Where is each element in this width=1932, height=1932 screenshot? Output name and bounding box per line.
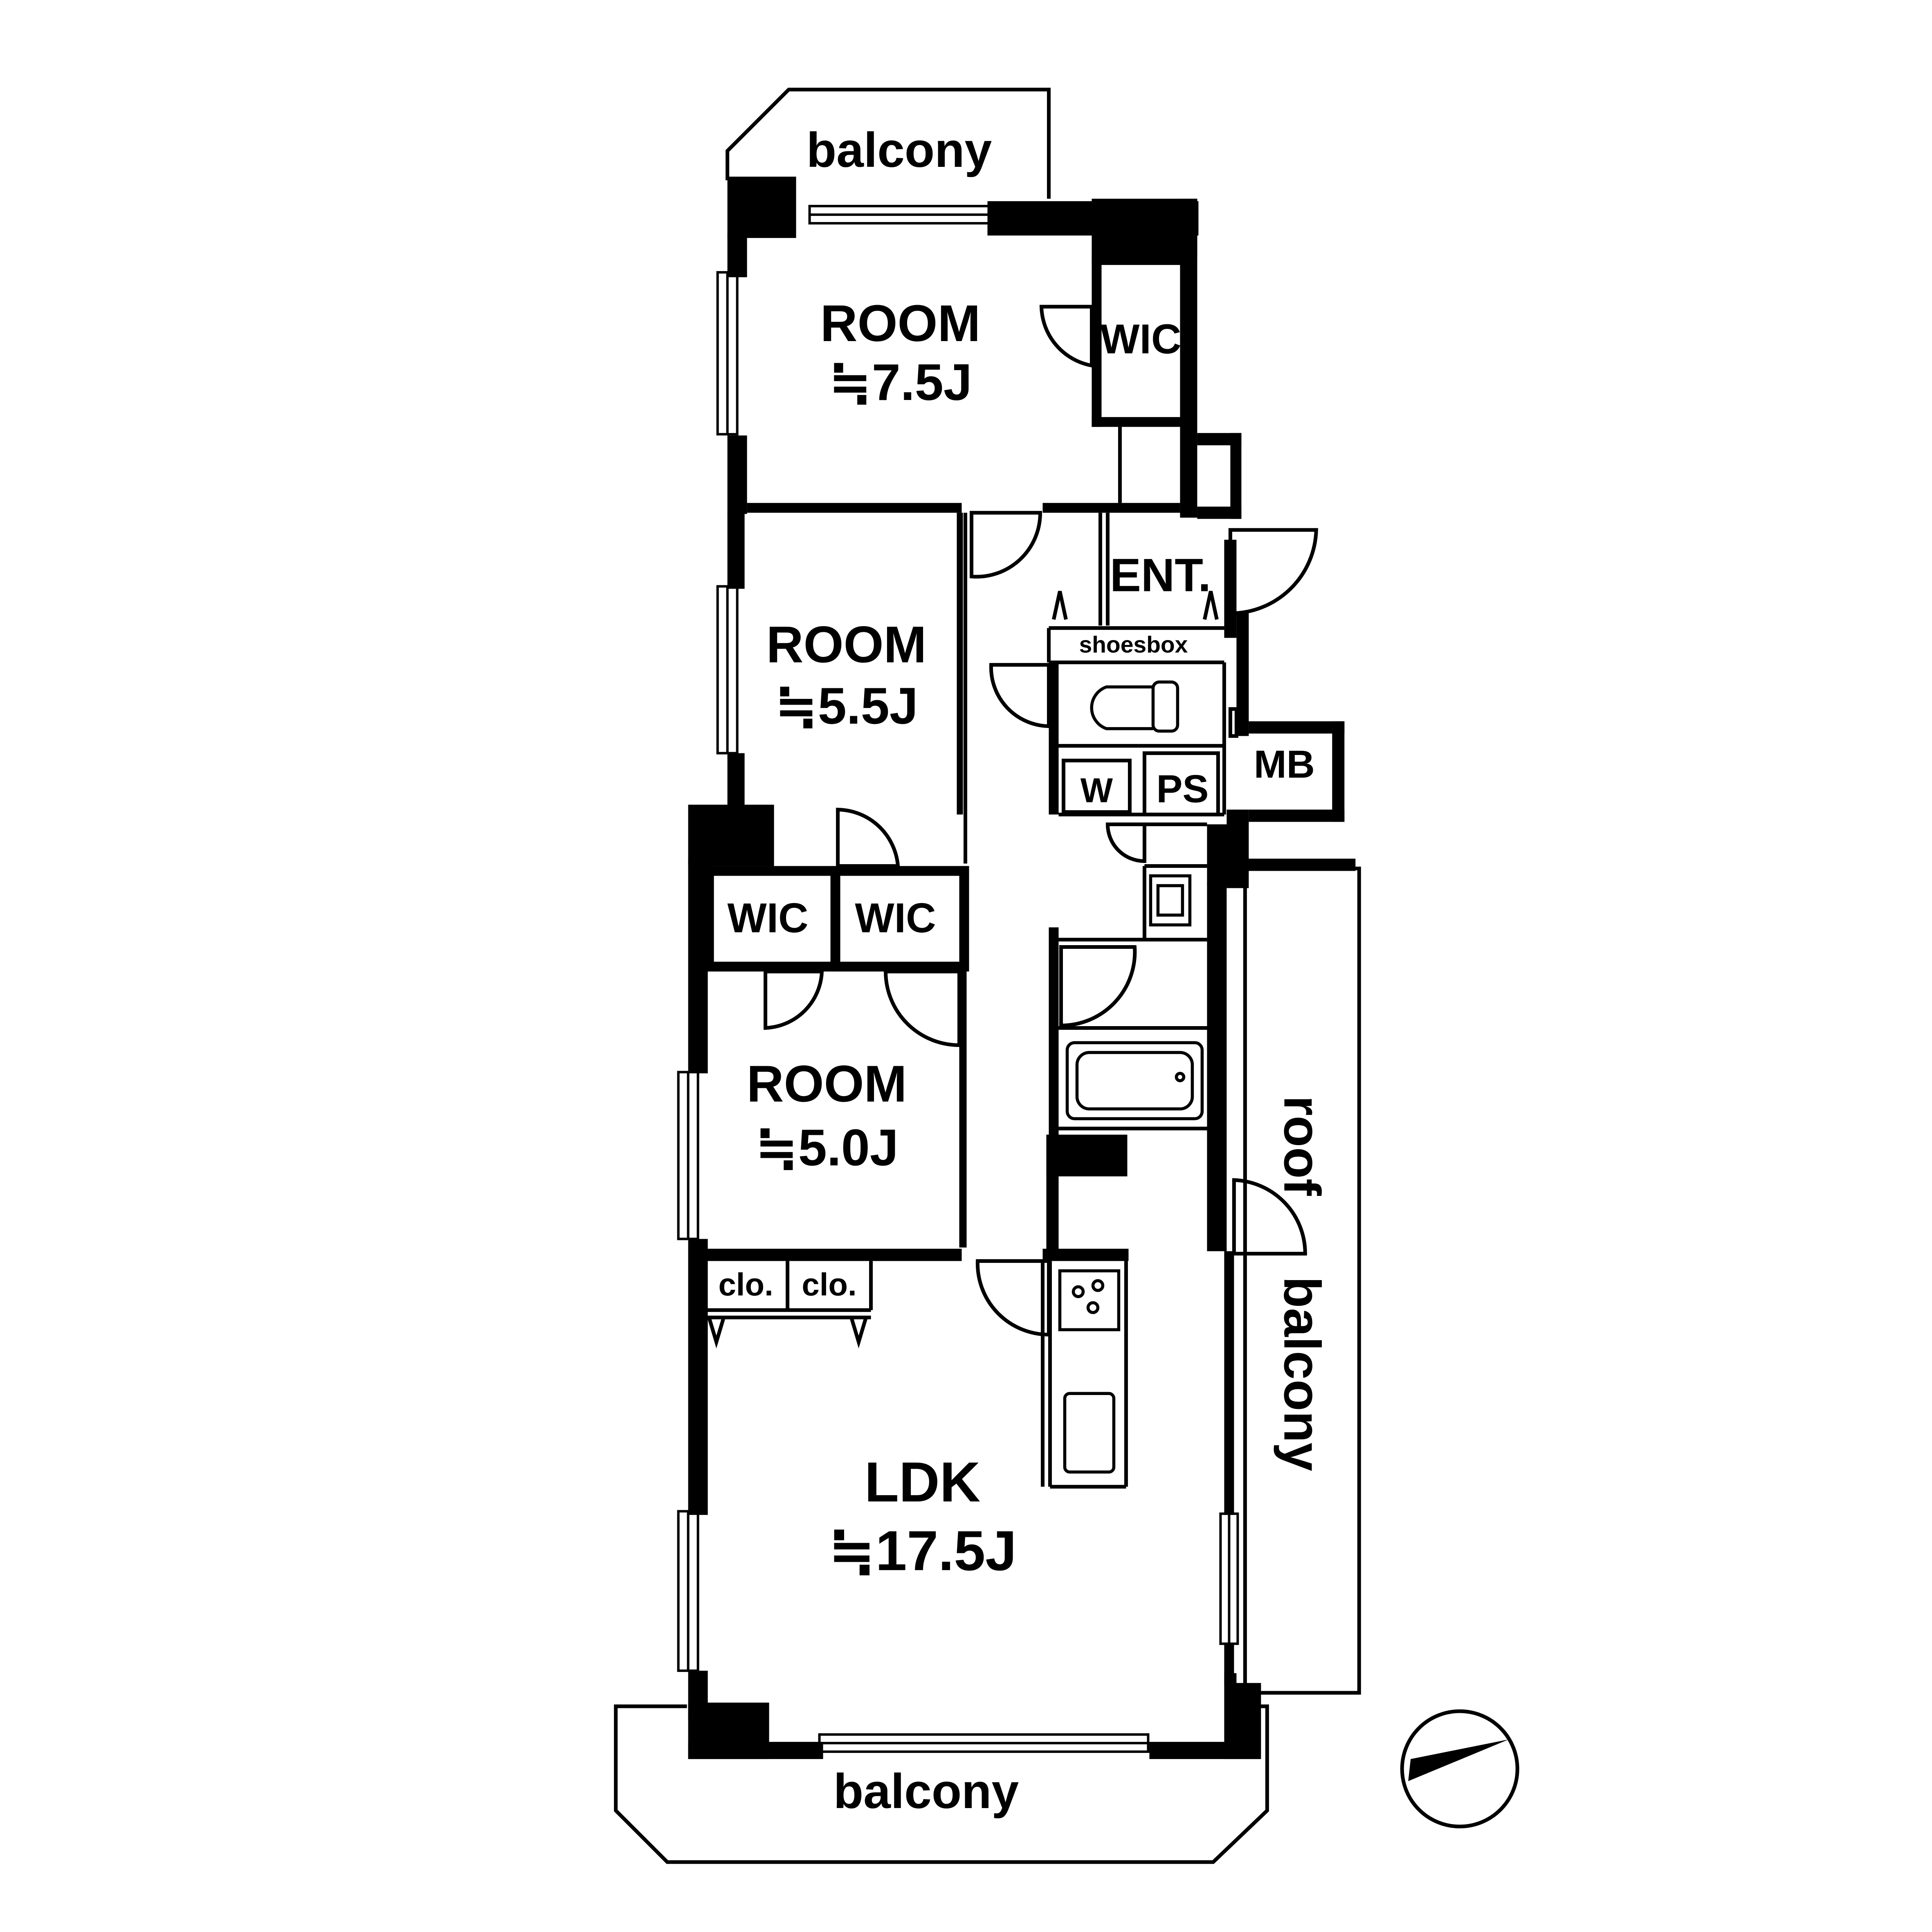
shoesbox-label: shoesbox	[1079, 632, 1188, 658]
bathtub-icon	[1065, 1041, 1204, 1121]
wic-right-label: WIC	[855, 895, 936, 941]
room-south-name: ROOM	[747, 1055, 907, 1112]
room-north-size: ≒7.5J	[829, 353, 972, 411]
door-swings	[707, 305, 1318, 1348]
washer-label: W	[1081, 771, 1113, 810]
stove-icon	[1058, 1269, 1121, 1332]
ldk-name: LDK	[865, 1451, 981, 1514]
wic-left-label: WIC	[727, 895, 808, 941]
roof-balcony-roof-label: roof	[1273, 1096, 1331, 1196]
pipe-space-box	[1142, 751, 1220, 817]
roof-balcony-balcony-label: balcony	[1273, 1276, 1331, 1471]
room-middle-size: ≒5.5J	[775, 677, 918, 735]
windows	[677, 204, 1239, 1753]
balcony-south-outline	[614, 1704, 1269, 1864]
balcony-south-label: balcony	[833, 1764, 1019, 1819]
compass-icon	[1400, 1709, 1519, 1829]
entrance-label: ENT.	[1110, 550, 1211, 602]
thin-partitions	[702, 427, 1226, 1489]
room-middle-name: ROOM	[766, 616, 927, 674]
walls	[688, 176, 1356, 1759]
meter-box-label: MB	[1254, 743, 1315, 786]
toilet-icon	[1090, 680, 1179, 733]
sink-icon	[1149, 874, 1192, 927]
room-south-size: ≒5.0J	[755, 1119, 899, 1176]
pipe-space-label: PS	[1156, 767, 1209, 811]
wic-north-label: WIC	[1100, 316, 1181, 362]
closet-1-label: clo.	[718, 1266, 773, 1302]
kitchen-sink-icon	[1063, 1392, 1116, 1474]
washer-box	[1061, 759, 1132, 814]
balcony-north-label: balcony	[806, 123, 992, 177]
ldk-size: ≒17.5J	[828, 1519, 1017, 1582]
balcony-north-outline	[726, 88, 1051, 199]
closet-2-label: clo.	[802, 1266, 856, 1302]
room-north-name: ROOM	[820, 294, 981, 352]
